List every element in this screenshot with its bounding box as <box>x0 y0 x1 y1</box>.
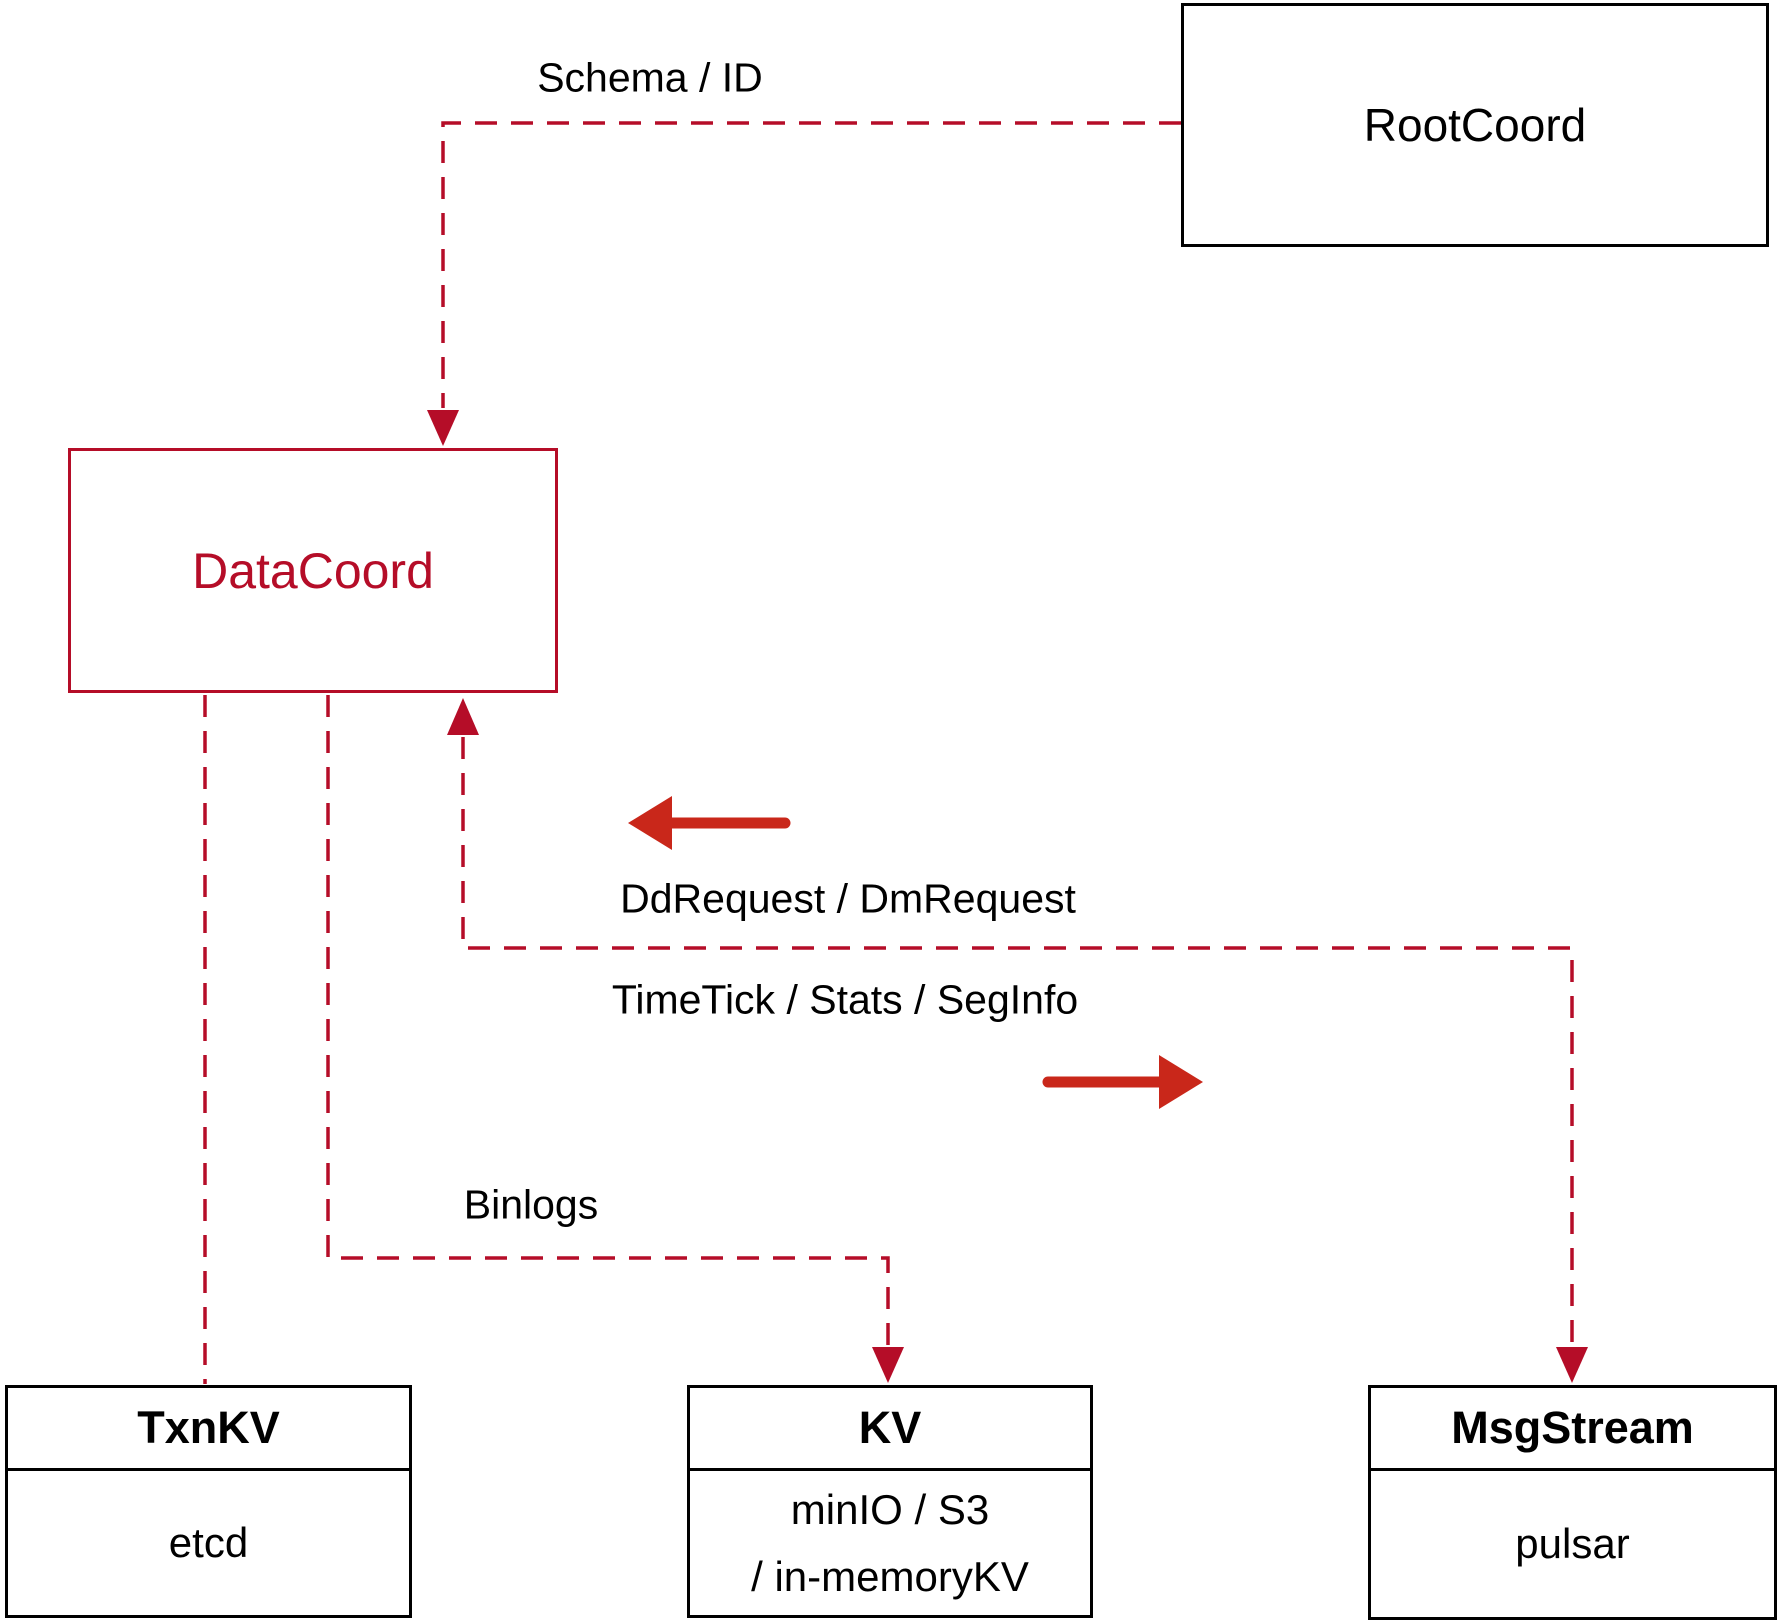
txnkv-body: etcd <box>168 1519 249 1567</box>
schema-id-connector-line <box>441 121 1181 408</box>
rootcoord-box: RootCoord <box>1181 3 1769 247</box>
binlogs-arrowhead-icon <box>872 1347 904 1383</box>
schema-id-arrowhead-icon <box>427 410 459 446</box>
rootcoord-label: RootCoord <box>1363 99 1587 151</box>
datacoord-box: DataCoord <box>68 448 558 693</box>
datacoord-up-arrowhead-icon <box>447 698 479 735</box>
datacoord-label: DataCoord <box>192 542 434 599</box>
msgstream-body: pulsar <box>1515 1520 1630 1568</box>
timetick-stats-seginfo-edge-label: TimeTick / Stats / SegInfo <box>611 976 1079 1023</box>
binlogs-edge-label: Binlogs <box>463 1181 599 1228</box>
kv-body-line1: minIO / S3 <box>790 1485 990 1533</box>
left-direction-arrow-icon <box>628 796 672 850</box>
msgstream-down-arrowhead-icon <box>1556 1347 1588 1383</box>
kv-title: KV <box>690 1388 1090 1471</box>
schema-id-edge-label: Schema / ID <box>537 54 763 101</box>
right-direction-arrow-icon <box>1159 1055 1203 1109</box>
datacoord-msgstream-connector-line <box>461 737 1574 1345</box>
kv-body-line2: / in-memoryKV <box>751 1553 1029 1600</box>
msgstream-title: MsgStream <box>1371 1388 1774 1471</box>
txnkv-box: TxnKV etcd <box>5 1385 412 1618</box>
msgstream-box: MsgStream pulsar <box>1368 1385 1777 1620</box>
kv-box: KV minIO / S3 / in-memoryKV <box>687 1385 1093 1618</box>
txnkv-title: TxnKV <box>8 1388 409 1471</box>
binlogs-connector-line <box>326 695 890 1345</box>
ddrequest-dmrequest-edge-label: DdRequest / DmRequest <box>620 875 1076 922</box>
